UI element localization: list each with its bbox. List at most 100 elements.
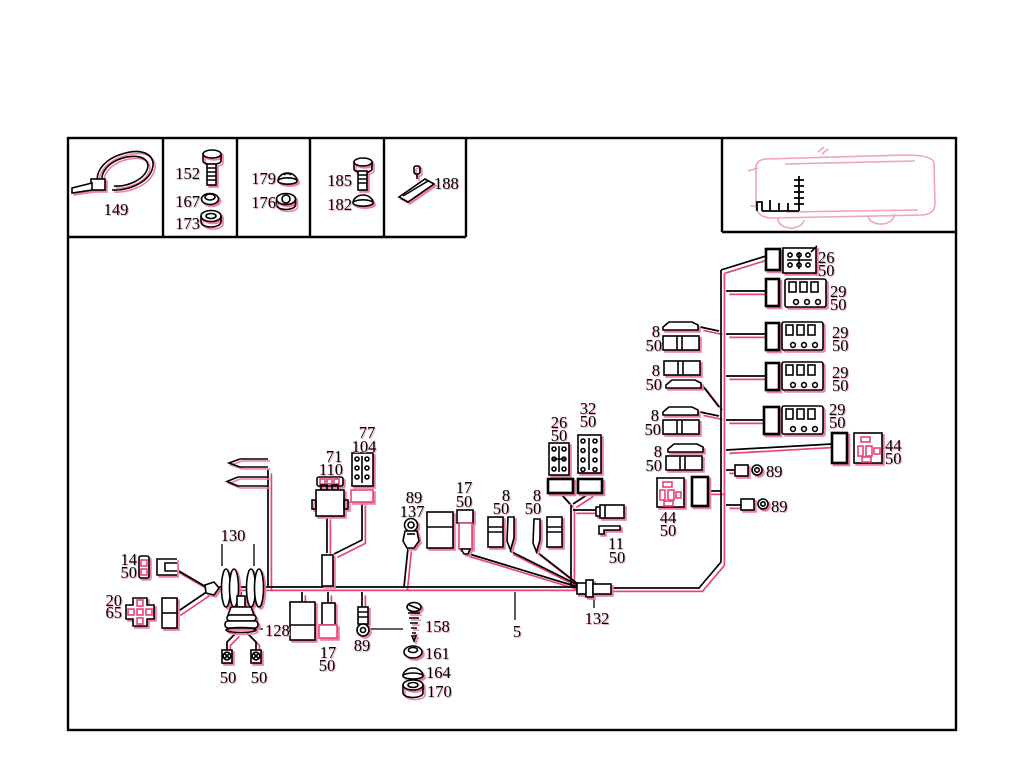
clip-nut-icon: [352, 194, 374, 208]
horn-128: [224, 595, 259, 634]
divided-connector: [663, 360, 701, 376]
label-77: 77: [359, 423, 376, 442]
relay-socket-29-50: [784, 278, 827, 308]
label-179: 179: [251, 169, 276, 188]
label-89: 89: [406, 488, 423, 507]
label-50: 50: [885, 449, 902, 468]
fuse-strip-71-110: [316, 476, 344, 487]
ring-terminal-50: [250, 649, 262, 664]
blade-terminal: [667, 443, 704, 453]
label-158: 158: [425, 617, 450, 636]
label-8: 8: [502, 486, 510, 505]
socket-26-50: [782, 245, 818, 274]
cable-tie-icon: [71, 150, 154, 194]
label-5: 5: [513, 622, 521, 641]
divided-connector: [662, 335, 700, 351]
label-152: 152: [175, 164, 200, 183]
harness-location-icon: [756, 176, 804, 212]
label-50: 50: [830, 295, 847, 314]
relay-socket-29-50: [781, 405, 824, 435]
label-89: 89: [354, 636, 371, 655]
label-50: 50: [646, 456, 663, 475]
blade-terminal: [506, 516, 515, 551]
label-8: 8: [651, 406, 659, 425]
label-50: 50: [551, 426, 568, 445]
connector-plug: [762, 405, 781, 436]
label-104: 104: [352, 437, 377, 456]
wire-junction: [204, 581, 221, 596]
label-130: 130: [221, 526, 246, 545]
label-29: 29: [830, 282, 847, 301]
inline-connector: [321, 554, 334, 587]
label-50: 50: [832, 376, 849, 395]
divided-connector: [665, 455, 703, 471]
label-50: 50: [319, 656, 336, 675]
label-164: 164: [426, 663, 451, 682]
label-50: 50: [251, 668, 268, 687]
mounting-strip-icon: [397, 165, 436, 203]
label-149: 149: [104, 200, 129, 219]
label-26: 26: [551, 413, 568, 432]
connector-housing: [289, 601, 316, 641]
relay-socket-29-50: [781, 361, 824, 391]
connector-plug: [764, 321, 781, 352]
ring-terminal-89: [740, 498, 769, 511]
label-50: 50: [832, 336, 849, 355]
label-50: 50: [456, 492, 473, 511]
label-161: 161: [425, 644, 450, 663]
label-65: 65: [106, 603, 123, 622]
label-8: 8: [652, 361, 660, 380]
connector-17-50: [318, 602, 338, 639]
relay-71-110: [311, 484, 349, 517]
connector-132: [576, 579, 612, 598]
car-outline-icon: [747, 146, 936, 229]
label-8: 8: [654, 442, 662, 461]
ring-terminal-50: [221, 649, 233, 664]
label-11: 11: [608, 534, 624, 553]
label-50: 50: [646, 336, 663, 355]
label-50: 50: [525, 499, 542, 518]
connector-plug: [576, 477, 604, 495]
label-26: 26: [818, 248, 835, 267]
connector-11-50: [595, 504, 625, 535]
clip-nut-icon: [277, 172, 298, 186]
connector-17-50: [456, 509, 474, 555]
ring-stud-89-137: [402, 517, 420, 549]
socket-26-50: [548, 442, 570, 476]
label-50: 50: [645, 420, 662, 439]
hex-nut-icon: [275, 192, 297, 211]
nut-170: [402, 679, 424, 699]
label-50: 50: [493, 499, 510, 518]
fuse-14-50: [138, 555, 177, 579]
label-50: 50: [646, 375, 663, 394]
ring-stud-89: [356, 606, 370, 637]
label-20: 20: [106, 591, 123, 610]
washer-161: [403, 645, 423, 659]
relay-socket-44-50: [853, 432, 883, 464]
label-176: 176: [251, 193, 276, 212]
connector-plug: [764, 361, 781, 392]
label-110: 110: [319, 460, 343, 479]
ring-terminal-89: [734, 464, 763, 477]
blade-terminal: [662, 406, 699, 416]
label-185: 185: [327, 171, 352, 190]
connector-plug: [764, 247, 782, 272]
label-32: 32: [580, 399, 597, 418]
label-50: 50: [660, 521, 677, 540]
label-14: 14: [121, 550, 138, 569]
label-128: 128: [265, 621, 290, 640]
label-89: 89: [771, 497, 788, 516]
clip-nut-164: [402, 667, 424, 680]
label-50: 50: [609, 548, 626, 567]
label-167: 167: [175, 192, 200, 211]
page-frame: [66, 136, 958, 732]
label-89: 89: [766, 462, 783, 481]
connector-plug: [764, 277, 781, 308]
label-8: 8: [533, 486, 541, 505]
screw-158: [406, 601, 422, 644]
connector-plug: [830, 431, 849, 465]
label-50: 50: [580, 412, 597, 431]
cap-nut-icon: [200, 209, 222, 228]
